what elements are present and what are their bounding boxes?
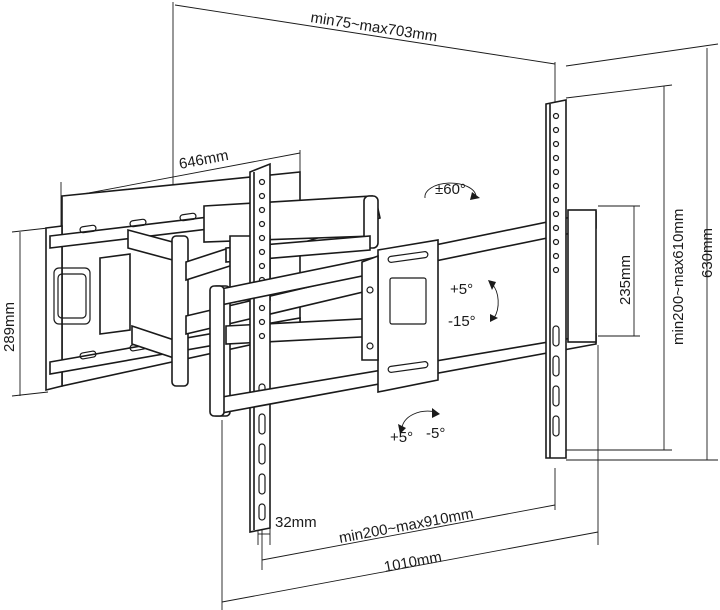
- left-tv-bracket: [249, 162, 271, 533]
- dim-total-height: 630mm: [565, 43, 719, 461]
- label-total-width: 1010mm: [383, 548, 443, 575]
- label-swivel-left: +5°: [390, 429, 413, 446]
- dim-wall-plate-height: 289mm: [1, 227, 49, 397]
- label-total-height: 630mm: [699, 228, 716, 278]
- label-swivel-right: -5°: [426, 425, 445, 442]
- label-vesa-vertical: min200~max610mm: [670, 209, 687, 345]
- rotation-indicator: ±60°: [424, 181, 480, 200]
- label-bracket-vertical: 235mm: [617, 255, 634, 305]
- right-tv-bracket: [545, 99, 597, 459]
- label-arm-width: 32mm: [275, 514, 317, 531]
- label-rotation: ±60°: [435, 181, 466, 198]
- rotation-arrow-icon: [424, 182, 477, 199]
- swivel-indicator: +5° -5°: [390, 408, 445, 446]
- label-tilt-down: -15°: [448, 313, 476, 330]
- label-wall-plate-height: 289mm: [1, 302, 18, 352]
- label-vesa-horizontal: min200~max910mm: [338, 505, 475, 547]
- label-arm-extension: min75~max703mm: [309, 9, 438, 45]
- label-wall-plate-width: 646mm: [178, 147, 230, 173]
- label-tilt-up: +5°: [450, 281, 473, 298]
- tilt-indicator: +5° -15°: [448, 280, 499, 330]
- swivel-arrow-icon: [401, 410, 437, 429]
- dim-bracket-vertical: 235mm: [598, 205, 640, 337]
- center-plate: [361, 239, 439, 393]
- tilt-arrow-icon: [491, 283, 499, 319]
- dim-vesa-vertical: min200~max610mm: [565, 84, 687, 451]
